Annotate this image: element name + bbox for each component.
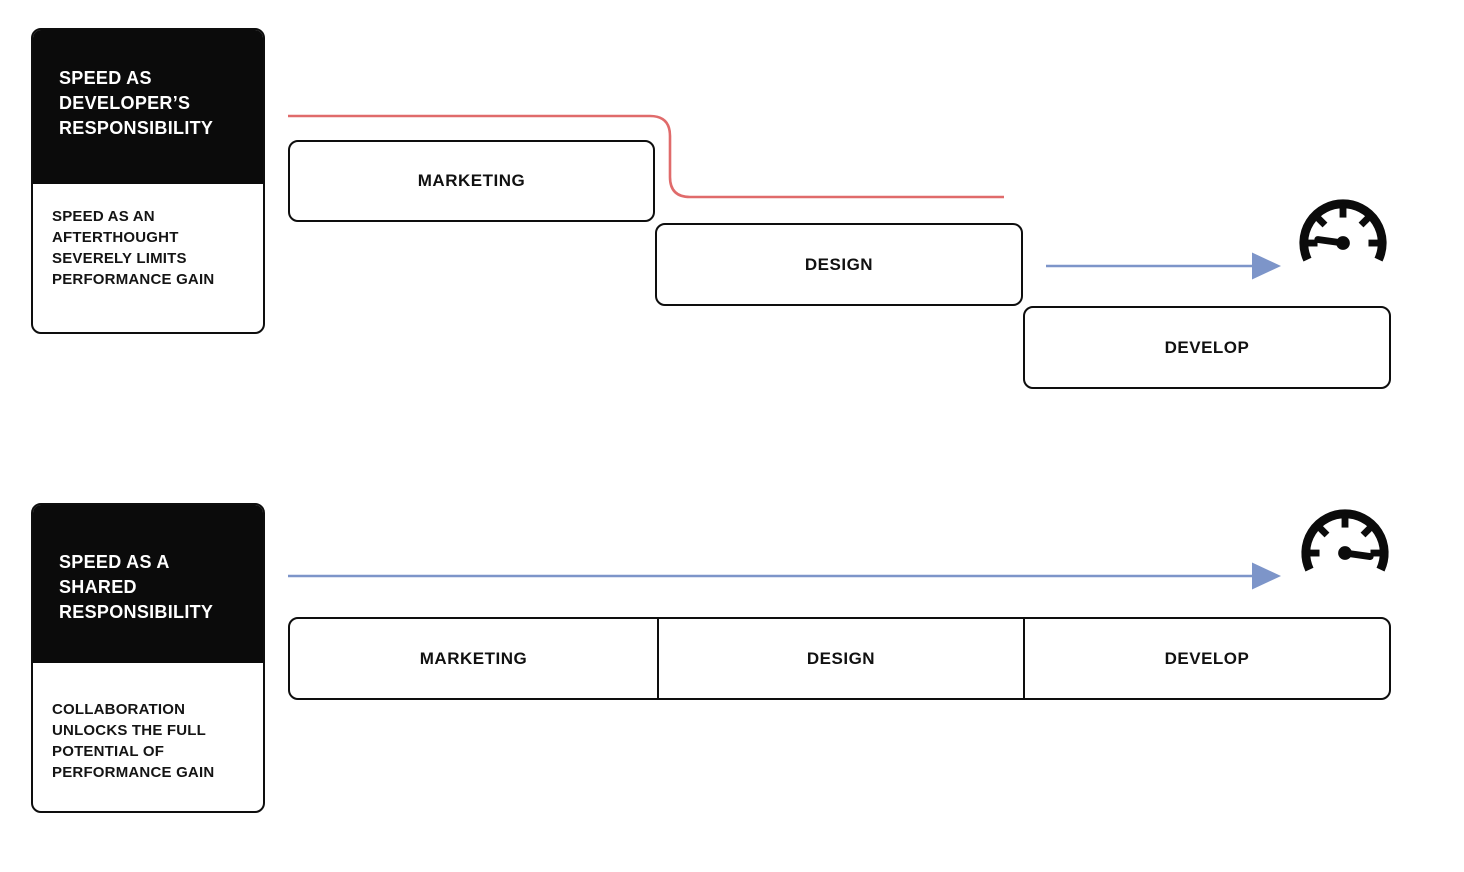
- phase-label: DEVELOP: [1164, 337, 1250, 357]
- bottom-card-body: COLLABORATION UNLOCKS THE FULL POTENTIAL…: [33, 663, 263, 783]
- bottom-card-title: SPEED AS A SHARED RESPONSIBILITY: [59, 552, 214, 622]
- speedometer-high-icon: [1301, 509, 1389, 572]
- shared-phase-row: MARKETING DESIGN DEVELOP: [288, 617, 1391, 700]
- top-card-body: SPEED AS AN AFTERTHOUGHT SEVERELY LIMITS…: [33, 184, 263, 290]
- phase-label: DESIGN: [804, 254, 874, 274]
- phase-label: MARKETING: [419, 648, 528, 668]
- top-card-description: SPEED AS AN AFTERTHOUGHT SEVERELY LIMITS…: [52, 208, 215, 288]
- bottom-flow-arrowhead-icon: [1252, 562, 1281, 590]
- bottom-card-header: SPEED AS A SHARED RESPONSIBILITY: [33, 505, 263, 663]
- top-card-title: SPEED AS DEVELOPER’S RESPONSIBILITY: [59, 68, 214, 138]
- top-card-header: SPEED AS DEVELOPER’S RESPONSIBILITY: [33, 30, 263, 184]
- phase-label: DESIGN: [806, 648, 876, 668]
- phase-box-design-top: DESIGN: [655, 223, 1023, 306]
- top-scenario-card: SPEED AS DEVELOPER’S RESPONSIBILITY SPEE…: [31, 28, 265, 334]
- bottom-scenario-card: SPEED AS A SHARED RESPONSIBILITY COLLABO…: [31, 503, 265, 813]
- phase-box-develop-top: DEVELOP: [1023, 306, 1391, 389]
- phase-cell-design: DESIGN: [657, 619, 1025, 698]
- phase-cell-develop: DEVELOP: [1025, 619, 1389, 698]
- phase-box-marketing-top: MARKETING: [288, 140, 655, 222]
- bottom-card-description: COLLABORATION UNLOCKS THE FULL POTENTIAL…: [52, 701, 215, 781]
- speedometer-low-icon: [1299, 199, 1387, 262]
- phase-cell-marketing: MARKETING: [290, 619, 657, 698]
- top-flow-arrowhead-icon: [1252, 252, 1281, 280]
- phase-label: DEVELOP: [1164, 648, 1250, 668]
- phase-label: MARKETING: [417, 171, 526, 190]
